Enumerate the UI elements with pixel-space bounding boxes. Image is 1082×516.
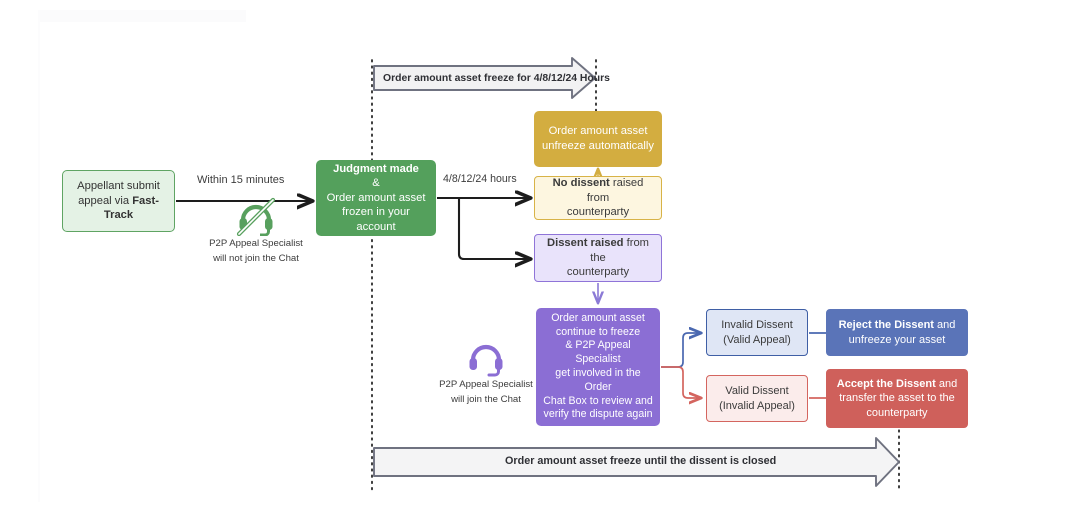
review-line1: Order amount asset [551, 311, 645, 324]
accept-line2: transfer the asset to the [839, 392, 955, 405]
invalid-line1: Invalid Dissent [721, 319, 793, 332]
node-judgment-text: Judgment made & Order amount asset froze… [317, 162, 435, 235]
edge-judgment-to-dissent [457, 198, 530, 259]
review-line3: & P2P Appeal Specialist [565, 339, 631, 366]
no-dissent-line2: counterparty [566, 206, 630, 219]
specialist-absent-line2: will not join the Chat [213, 252, 299, 264]
specialist-present-line1: P2P Appeal Specialist [439, 379, 533, 390]
dissent-line2: counterparty [566, 266, 630, 279]
node-reject-dissent[interactable]: Reject the Dissent and unfreeze your ass… [826, 309, 968, 356]
accept-line3: counterparty [866, 406, 928, 419]
node-accept-text: Accept the Dissent and transfer the asse… [831, 377, 963, 420]
reject-rest: and [933, 319, 956, 332]
annotation-specialist-absent: P2P Appeal Specialist will not join the … [193, 196, 319, 266]
no-dissent-bold: No dissent [552, 177, 610, 190]
background-band [38, 10, 246, 22]
annotation-specialist-present: P2P Appeal Specialist will join the Chat [423, 337, 549, 407]
appellant-line2-prefix: appeal via [78, 194, 133, 207]
review-line4: get involved in the Order [555, 367, 641, 393]
dissent-rest: from the [590, 237, 649, 264]
node-reject-text: Reject the Dissent and unfreeze your ass… [833, 318, 962, 347]
reject-line2: unfreeze your asset [848, 333, 946, 346]
edge-label-within-15-minutes: Within 15 minutes [197, 174, 285, 186]
no-dissent-rest: raised from [586, 177, 644, 204]
node-unfreeze-text: Order amount asset unfreeze automaticall… [536, 124, 660, 153]
node-invalid-text: Invalid Dissent (Valid Appeal) [715, 318, 799, 347]
banner-top-label: Order amount asset freeze for 4/8/12/24 … [383, 73, 610, 84]
node-dissent-raised[interactable]: Dissent raised from the counterparty [534, 234, 662, 282]
node-valid-dissent[interactable]: Valid Dissent (Invalid Appeal) [706, 375, 808, 422]
specialist-present-line2: will join the Chat [451, 393, 521, 405]
judgment-amp: & [372, 177, 380, 190]
node-asset-unfreeze-auto[interactable]: Order amount asset unfreeze automaticall… [534, 111, 662, 167]
dissent-bold: Dissent raised [547, 237, 624, 250]
appellant-fast-track: Fast-Track [103, 194, 159, 222]
edge-review-to-valid [661, 366, 701, 398]
node-no-dissent-raised[interactable]: No dissent raised from counterparty [534, 176, 662, 220]
review-line5: Chat Box to review and [543, 394, 653, 407]
valid-line2: (Invalid Appeal) [719, 399, 795, 412]
valid-line1: Valid Dissent [725, 385, 789, 398]
judgment-line4: frozen in your account [342, 206, 410, 233]
banner-bottom-label: Order amount asset freeze until the diss… [505, 455, 777, 467]
node-judgment-made[interactable]: Judgment made & Order amount asset froze… [316, 160, 436, 236]
node-invalid-dissent[interactable]: Invalid Dissent (Valid Appeal) [706, 309, 808, 356]
specialist-absent-line1: P2P Appeal Specialist [209, 238, 303, 249]
unfreeze-line1: Order amount asset [548, 125, 648, 138]
judgment-title: Judgment made [333, 162, 419, 175]
headset-icon [423, 337, 549, 377]
judgment-line3: Order amount asset [326, 191, 426, 204]
background-left-edge [38, 10, 40, 502]
node-review-text: Order amount asset continue to freeze & … [537, 312, 659, 422]
node-appellant-text: Appellant submit appeal via Fast-Track [63, 179, 174, 223]
review-line2: continue to freeze [555, 325, 641, 338]
appellant-line1: Appellant submit [77, 180, 160, 193]
edge-review-to-invalid [661, 333, 701, 368]
node-appellant-submit[interactable]: Appellant submit appeal via Fast-Track [62, 170, 175, 232]
invalid-line2: (Valid Appeal) [723, 333, 791, 346]
node-dissent-text: Dissent raised from the counterparty [535, 236, 661, 280]
headset-slash-icon [193, 196, 319, 237]
node-no-dissent-text: No dissent raised from counterparty [535, 176, 661, 220]
node-specialist-review[interactable]: Order amount asset continue to freeze & … [536, 308, 660, 426]
edge-label-4-8-12-24-hours: 4/8/12/24 hours [443, 173, 517, 185]
accept-bold: Accept the Dissent [836, 378, 936, 391]
accept-rest: and [935, 378, 958, 391]
reject-bold: Reject the Dissent [838, 319, 934, 332]
review-line6: verify the dispute again [543, 408, 653, 421]
node-valid-text: Valid Dissent (Invalid Appeal) [713, 384, 801, 413]
node-accept-dissent[interactable]: Accept the Dissent and transfer the asse… [826, 369, 968, 428]
unfreeze-line2: unfreeze automatically [542, 140, 654, 152]
